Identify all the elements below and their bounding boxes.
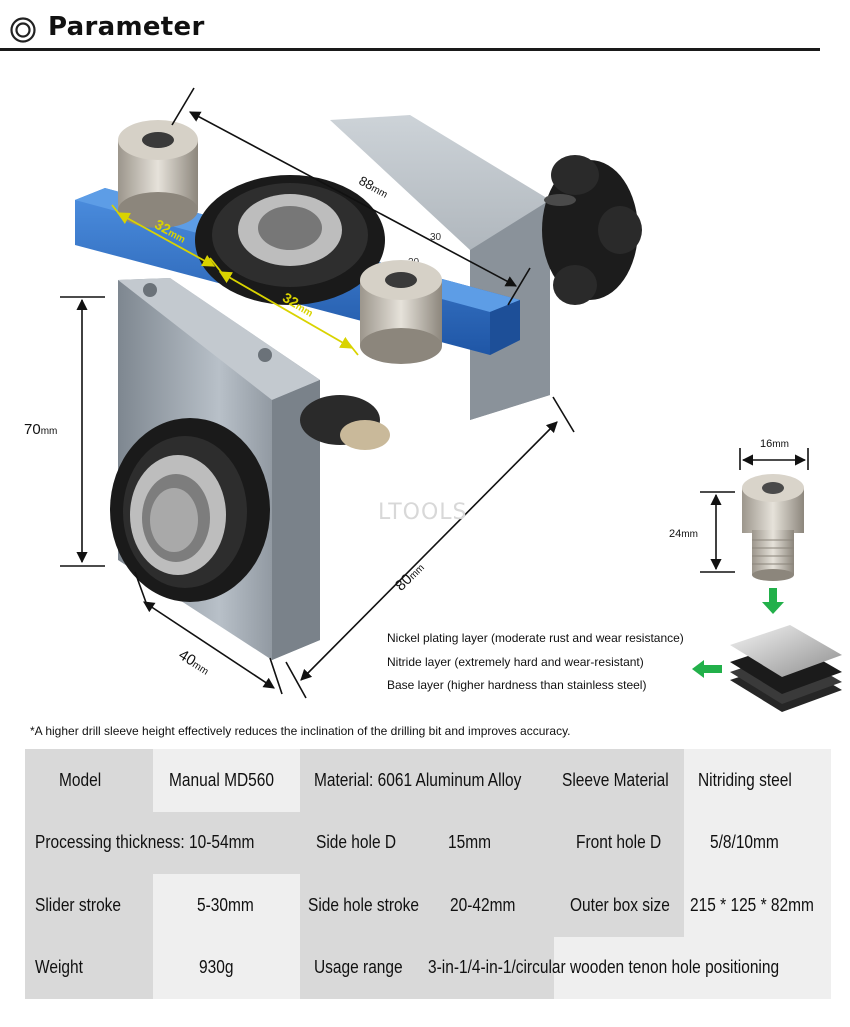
dim-sleeve-height: 24mm (669, 528, 698, 540)
dim-value: 16 (760, 438, 773, 450)
cell-text: 3-in-1/4-in-1/circular wooden tenon hole… (428, 957, 780, 978)
drill-sleeve-part (742, 474, 804, 581)
spec-value: Nitriding steel (684, 749, 831, 812)
table-row: Processing thickness: 10-54mm Side hole … (25, 811, 831, 874)
cell-text: Processing thickness: 10-54mm (35, 832, 255, 853)
spec-label: Model (25, 749, 153, 812)
spec-label: Front hole D (554, 811, 684, 874)
header-divider (0, 48, 820, 51)
layer-label-nitride: Nitride layer (extremely hard and wear-r… (387, 655, 644, 669)
spec-value: 215 * 125 * 82mm (684, 874, 831, 937)
cell-text: 215 * 125 * 82mm (690, 894, 814, 915)
dim-unit: mm (681, 529, 698, 540)
cell-text: 5/8/10mm (710, 832, 779, 853)
spec-label: Weight (25, 936, 153, 999)
cell-text: 5-30mm (197, 894, 254, 915)
page-title: Parameter (48, 12, 205, 42)
product-illustration: 30 20 (60, 87, 842, 712)
target-ring-icon (10, 17, 36, 43)
cell-text: Material: 6061 Aluminum Alloy (314, 769, 522, 790)
watermark: LTOOLS (378, 500, 468, 525)
dim-unit: mm (40, 426, 58, 437)
table-row: Slider stroke 5-30mm Side hole stroke 20-… (25, 874, 831, 937)
spec-label: Sleeve Material (554, 749, 684, 812)
spec-label: Side hole D 15mm (300, 811, 554, 874)
cell-text: Weight (35, 957, 83, 978)
layer-label-nickel: Nickel plating layer (moderate rust and … (387, 631, 684, 645)
cell-text: Slider stroke (35, 894, 122, 915)
dim-value: 70 (24, 421, 41, 438)
dim-sleeve-diameter: 16mm (760, 438, 789, 450)
spec-value: 3-in-1/4-in-1/circular wooden tenon hole… (428, 936, 831, 999)
right-knurled-sleeve (360, 260, 442, 364)
cell-text: 930g (199, 957, 234, 978)
spec-value: 930g (153, 936, 300, 999)
cell-text: 20-42mm (450, 894, 516, 915)
spec-label: Slider stroke (25, 874, 153, 937)
spec-value: Manual MD560 (153, 749, 300, 812)
footnote: *A higher drill sleeve height effectivel… (30, 724, 571, 738)
cell-text: Side hole stroke (308, 894, 420, 915)
cell-text: Manual MD560 (169, 769, 274, 790)
cell-text: Usage range (314, 957, 403, 978)
cell-text: Front hole D (576, 832, 662, 853)
front-drill-sleeve (110, 418, 270, 602)
table-row: Weight 930g Usage range 3-in-1/4-in-1/ci… (25, 936, 831, 999)
dim-unit: mm (772, 439, 789, 450)
cell-text: Side hole D (316, 832, 397, 853)
layer-sheets (730, 625, 842, 712)
spec-value: 5/8/10mm (684, 811, 831, 874)
cell-text: Model (59, 769, 102, 790)
spec-label: Side hole stroke 20-42mm (300, 874, 554, 937)
dim-value: 24 (669, 528, 682, 540)
cell-text: Outer box size (570, 894, 670, 915)
spec-value: 5-30mm (153, 874, 300, 937)
green-arrows (692, 588, 784, 678)
left-knurled-sleeve (118, 120, 198, 228)
dimension-lines (60, 87, 809, 699)
spec-label: Usage range (300, 936, 554, 999)
cell-text: 15mm (448, 832, 492, 853)
cell-text: Nitriding steel (698, 769, 792, 790)
yellow-spacing-lines (111, 204, 359, 356)
cell-text: Sleeve Material (562, 769, 669, 790)
spec-label: Processing thickness: 10-54mm (25, 811, 300, 874)
clamp-knob (542, 155, 642, 305)
header: Parameter (0, 0, 850, 56)
dim-height: 70mm (24, 421, 57, 438)
table-row: Model Manual MD560 Material: 6061 Alumin… (25, 749, 831, 812)
spec-table: Model Manual MD560 Material: 6061 Alumin… (25, 749, 831, 999)
spec-label: Material: 6061 Aluminum Alloy (300, 749, 554, 812)
layer-label-base: Base layer (higher hardness than stainle… (387, 678, 647, 692)
spec-label: Outer box size (554, 874, 684, 937)
